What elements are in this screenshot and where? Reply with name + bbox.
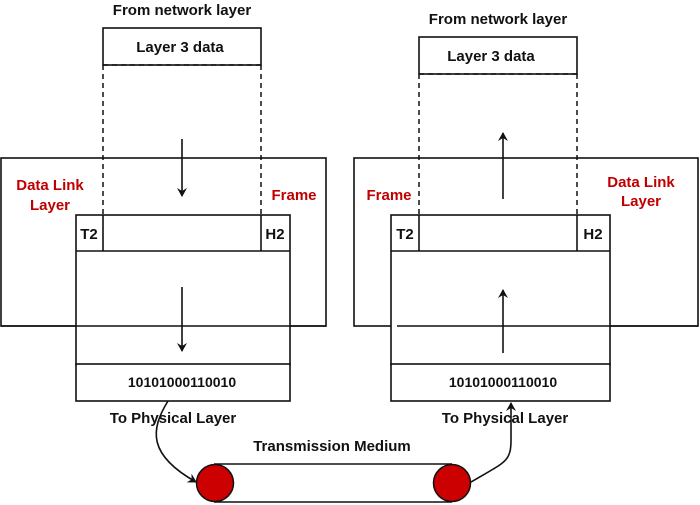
sender-from-network-label: From network layer	[113, 2, 252, 19]
receiver-stack: From network layer Layer 3 data Data Lin…	[353, 11, 699, 427]
receiver-layer3-data-box	[418, 36, 578, 75]
receiver-frame-label: Frame	[366, 187, 411, 204]
receiver-node-icon	[432, 463, 472, 503]
sender-layer3-data-label: Layer 3 data	[136, 39, 224, 56]
receiver-to-physical-label: To Physical Layer	[442, 410, 569, 427]
receiver-data-link-label-line2: Layer	[621, 193, 661, 210]
receiver-bits-label: 10101000110010	[449, 374, 557, 390]
receiver-trailer-label: T2	[396, 226, 414, 243]
sender-bits-box	[75, 363, 291, 402]
sender-to-medium-connector	[155, 400, 197, 483]
receiver-header-label: H2	[583, 226, 602, 243]
sender-node-icon	[195, 463, 235, 503]
sender-trailer-label: T2	[80, 226, 98, 243]
sender-header-label: H2	[265, 226, 284, 243]
sender-stack: From network layer Layer 3 data Data Lin…	[0, 2, 327, 427]
receiver-data-link-label-line1: Data Link	[607, 174, 675, 191]
sender-data-link-label-line2: Layer	[30, 197, 70, 214]
transmission-medium-label: Transmission Medium	[253, 438, 411, 455]
medium-to-receiver-connector	[470, 402, 516, 483]
sender-to-physical-label: To Physical Layer	[110, 410, 237, 427]
receiver-layer3-data-label: Layer 3 data	[447, 48, 535, 65]
sender-data-link-label-line1: Data Link	[16, 177, 84, 194]
sender-bits-label: 10101000110010	[128, 374, 236, 390]
sender-frame-label: Frame	[271, 187, 316, 204]
receiver-from-network-label: From network layer	[429, 11, 568, 28]
sender-frame-column	[75, 214, 291, 366]
sender-layer3-data-box	[102, 27, 262, 66]
receiver-bits-box	[390, 363, 611, 402]
transmission-medium: Transmission Medium	[155, 400, 516, 503]
